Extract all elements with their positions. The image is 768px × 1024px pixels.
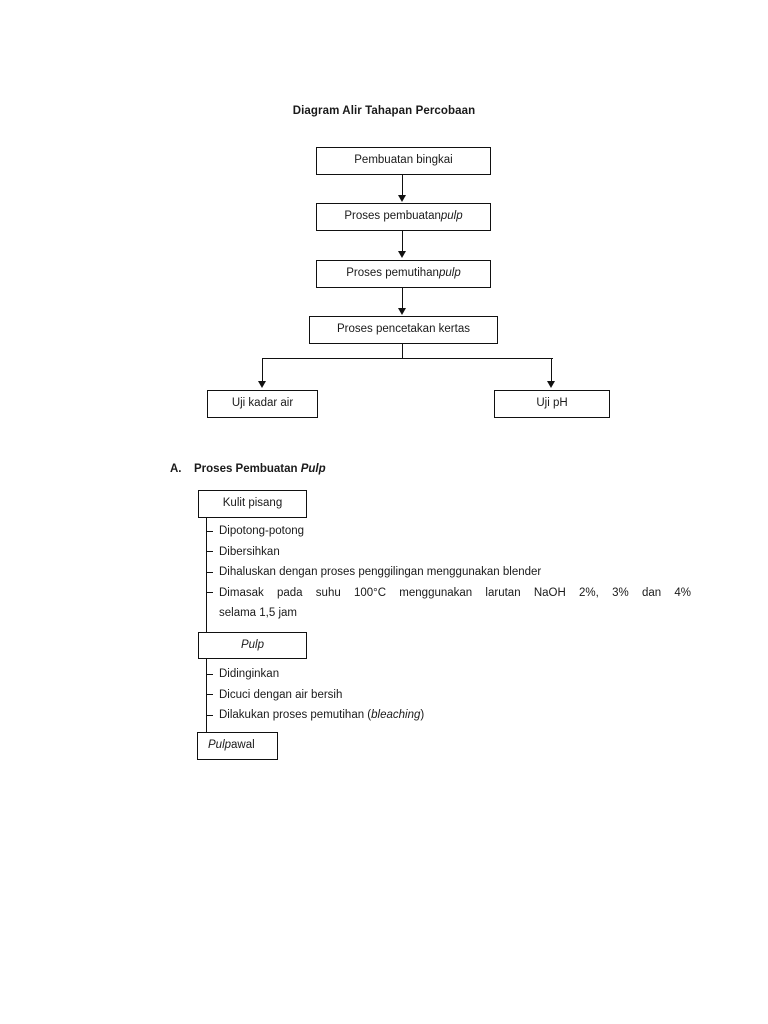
- dash-icon: [207, 571, 213, 573]
- list-item: Dihaluskan dengan proses penggilingan me…: [207, 562, 691, 583]
- process-box-label: Pulp: [240, 638, 265, 651]
- dash-icon: [207, 694, 213, 696]
- connector-line-3: [402, 288, 404, 309]
- dash-icon: [207, 551, 213, 553]
- process-box-pulp-awal: Pulp awal: [197, 732, 278, 760]
- process-box-pulp: Pulp: [198, 632, 307, 659]
- flow-node-proses-pencetakan-kertas: Proses pencetakan kertas: [309, 316, 498, 344]
- connector-fork-bar: [262, 358, 553, 360]
- flow-node-label: Uji pH: [536, 397, 568, 410]
- arrowhead-icon-3: [398, 308, 406, 315]
- list-item-label: Dihaluskan dengan proses penggilingan me…: [219, 566, 542, 578]
- list-item-label: Didinginkan: [219, 668, 280, 680]
- list-item-label-line1: Dimasak pada suhu 100°C menggunakan laru…: [219, 586, 691, 599]
- list-item: Didinginkan: [207, 664, 507, 685]
- list-item-label-italic: bleaching: [371, 709, 421, 721]
- section-a-letter: A.: [170, 463, 182, 475]
- step-list-pulp-bleaching: Didinginkan Dicuci dengan air bersih Dil…: [207, 664, 507, 726]
- list-item-label-before: Dilakukan proses pemutihan (: [219, 709, 372, 721]
- arrowhead-icon-2: [398, 251, 406, 258]
- section-a-heading: A. Proses Pembuatan Pulp: [170, 463, 326, 475]
- page-title: Diagram Alir Tahapan Percobaan: [292, 105, 476, 117]
- arrowhead-icon-left: [258, 381, 266, 388]
- dash-icon: [207, 673, 213, 675]
- dash-icon: [207, 592, 213, 594]
- arrowhead-icon-right: [547, 381, 555, 388]
- list-item: Dibersihkan: [207, 542, 691, 563]
- process-rail-1: [206, 518, 208, 632]
- flow-node-pembuatan-bingkai: Pembuatan bingkai: [316, 147, 491, 175]
- section-a-heading-text: Proses Pembuatan: [194, 463, 301, 475]
- process-box-kulit-pisang: Kulit pisang: [198, 490, 307, 518]
- process-rail-2: [206, 659, 208, 732]
- list-item-label: Dicuci dengan air bersih: [219, 688, 343, 701]
- step-list-pulp-making: Dipotong-potong Dibersihkan Dihaluskan d…: [207, 521, 691, 624]
- list-item-label: Dibersihkan: [219, 545, 280, 558]
- dash-icon: [207, 530, 213, 532]
- process-box-label-italic: Pulp: [208, 739, 232, 752]
- list-item-label-line2: selama 1,5 jam: [219, 607, 297, 619]
- flow-node-label-italic: pulp: [440, 210, 463, 223]
- flow-node-proses-pembuatan-pulp: Proses pembuatan pulp: [316, 203, 491, 231]
- flow-node-proses-pemutihan-pulp: Proses pemutihan pulp: [316, 260, 491, 288]
- flow-node-label: Uji kadar air: [231, 397, 294, 410]
- flow-node-label: Proses pencetakan kertas: [337, 323, 470, 336]
- list-item-label-after: ): [420, 709, 425, 721]
- list-item-label: Dipotong-potong: [219, 525, 305, 537]
- list-item: Dicuci dengan air bersih: [207, 685, 507, 706]
- section-a-heading-italic: Pulp: [300, 463, 326, 475]
- flow-node-label: Proses pembuatan: [344, 210, 441, 223]
- list-item: Dilakukan proses pemutihan (bleaching): [207, 705, 507, 726]
- connector-line-1: [402, 175, 404, 196]
- list-item: Dipotong-potong: [207, 521, 691, 542]
- connector-fork-left: [262, 358, 264, 382]
- flow-node-label-italic: pulp: [438, 267, 461, 280]
- flow-node-label: Proses pemutihan: [346, 267, 439, 280]
- flow-node-uji-ph: Uji pH: [494, 390, 610, 418]
- list-item-label-composite: Dilakukan proses pemutihan (bleaching): [219, 709, 424, 721]
- flow-node-uji-kadar-air: Uji kadar air: [207, 390, 318, 418]
- dash-icon: [207, 714, 213, 716]
- list-item: Dimasak pada suhu 100°C menggunakan laru…: [207, 583, 691, 624]
- process-box-label-plain: awal: [231, 739, 255, 752]
- connector-line-2: [402, 231, 404, 252]
- connector-fork-right: [551, 358, 553, 382]
- flow-node-label: Pembuatan bingkai: [354, 154, 453, 167]
- connector-fork-stem: [402, 344, 404, 359]
- arrowhead-icon-1: [398, 195, 406, 202]
- process-box-label: Kulit pisang: [222, 497, 283, 510]
